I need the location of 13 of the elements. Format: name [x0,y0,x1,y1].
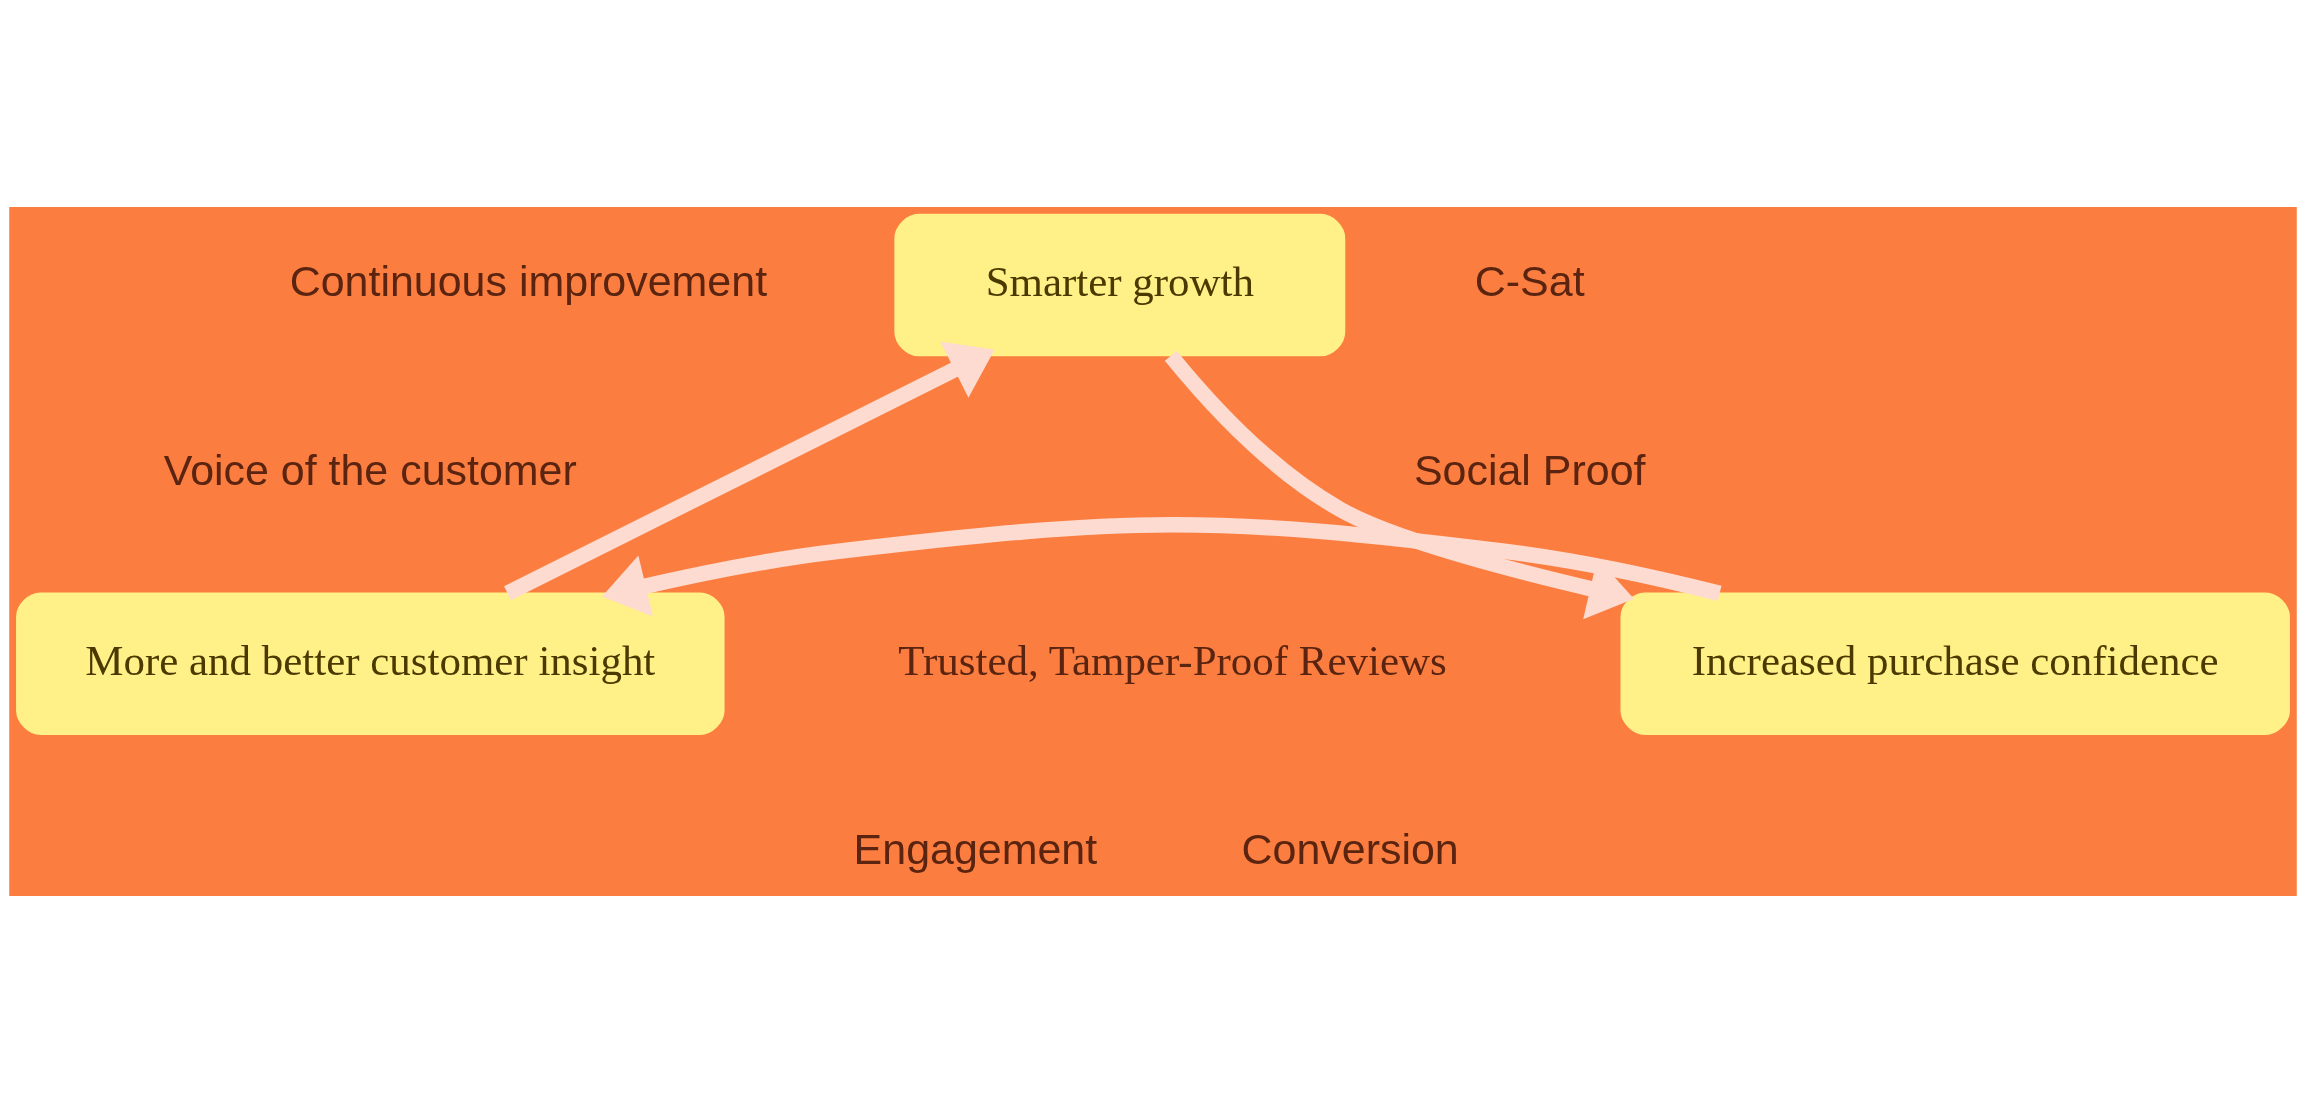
arrow [602,516,1722,617]
node-text: Trusted, Tamper-Proof Reviews [898,636,1447,684]
label: Social Proof [1413,445,1646,494]
arrow [504,341,995,600]
label: Engagement [853,824,1098,873]
label: C-Sat [1474,256,1585,305]
node-box: Smarter growth [894,213,1346,356]
node-box: More and better customer insight [16,592,725,735]
node-box: Increased purchase confidence [1620,592,2290,735]
label: Continuous improvement [289,256,768,305]
label: Conversion [1241,824,1459,873]
label: Voice of the customer [163,445,577,494]
arrow [1164,350,1634,619]
